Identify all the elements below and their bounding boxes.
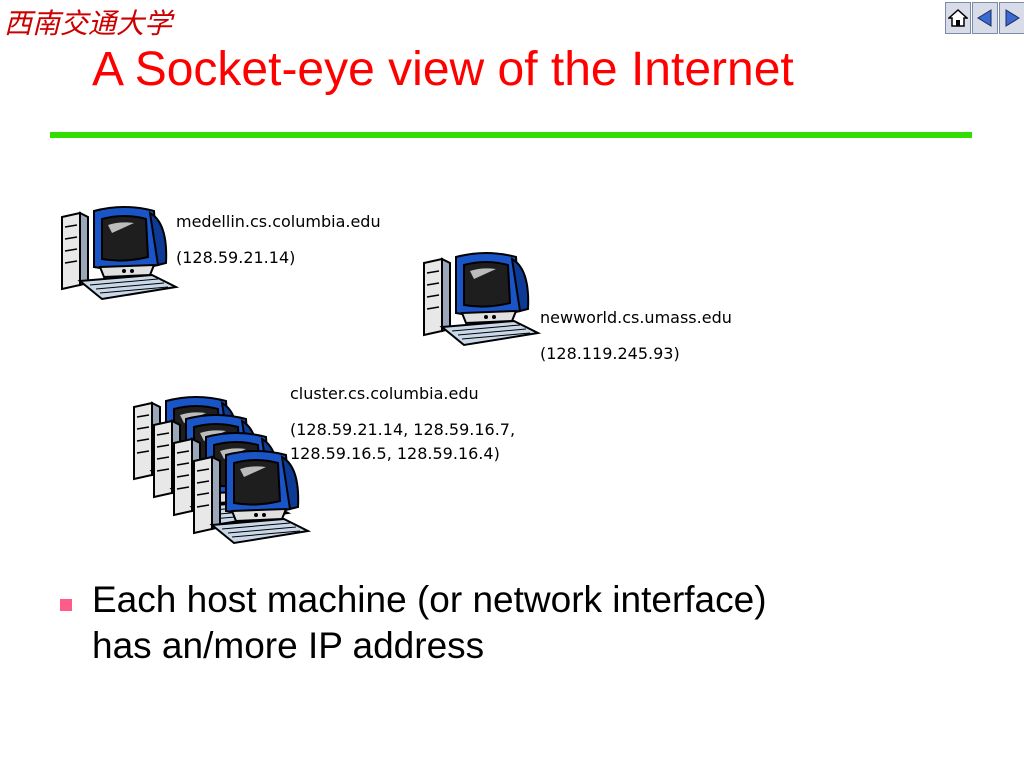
host-address: (128.119.245.93) bbox=[540, 344, 680, 363]
computer-icon bbox=[422, 251, 540, 347]
svg-text:西南交通大学: 西南交通大学 bbox=[4, 7, 175, 40]
bullet-marker bbox=[60, 599, 72, 611]
host-name: newworld.cs.umass.edu bbox=[540, 308, 732, 327]
slide-title: A Socket-eye view of the Internet bbox=[92, 43, 794, 96]
bullet-text: Each host machine (or network interface)… bbox=[92, 577, 960, 669]
previous-icon bbox=[977, 9, 992, 27]
bullet-line: Each host machine (or network interface) bbox=[92, 579, 767, 620]
next-icon bbox=[1005, 9, 1020, 27]
host-address-line: (128.59.21.14, 128.59.16.7, bbox=[290, 420, 516, 439]
host-name: medellin.cs.columbia.edu bbox=[176, 212, 381, 231]
slide-navigation bbox=[944, 2, 1024, 34]
logo-image: 西南交通大学 bbox=[4, 7, 175, 40]
bullet-line: has an/more IP address bbox=[92, 625, 485, 666]
university-logo: 西南交通大学 bbox=[2, 2, 192, 42]
host-address: (128.59.21.14) bbox=[176, 248, 296, 267]
next-button[interactable] bbox=[999, 2, 1024, 34]
title-underline bbox=[50, 132, 972, 138]
computer-icon bbox=[60, 205, 178, 301]
home-icon bbox=[948, 8, 968, 27]
host-name: cluster.cs.columbia.edu bbox=[290, 384, 479, 403]
previous-button[interactable] bbox=[972, 2, 998, 34]
host-address-line: 128.59.16.5, 128.59.16.4) bbox=[290, 444, 500, 463]
home-button[interactable] bbox=[945, 2, 971, 34]
bullet-point: Each host machine (or network interface)… bbox=[60, 577, 960, 669]
